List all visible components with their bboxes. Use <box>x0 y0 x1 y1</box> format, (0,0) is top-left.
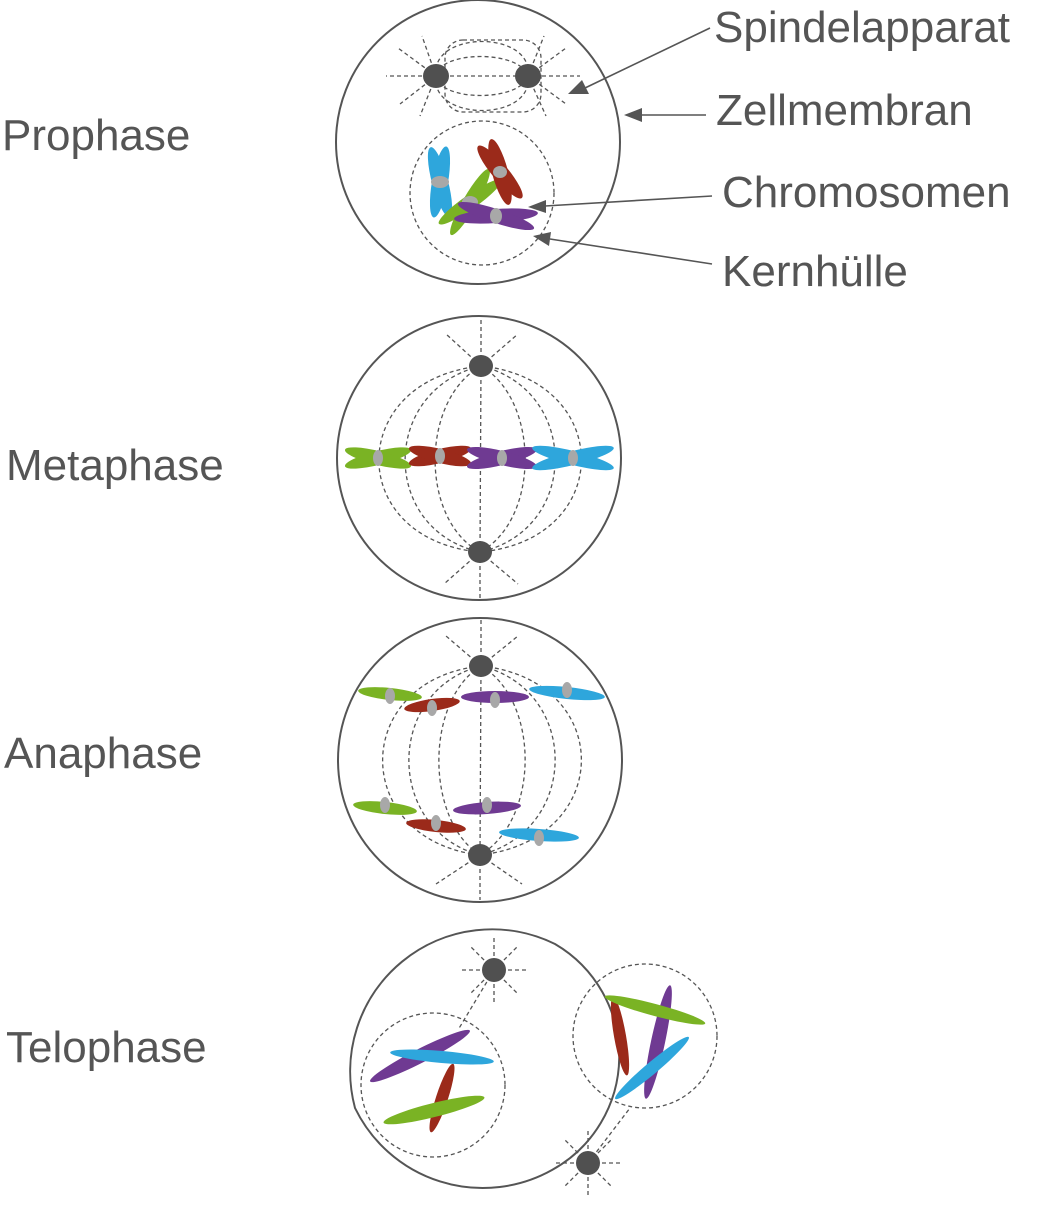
label-membrane: Zellmembran <box>716 86 973 135</box>
phase-label-telophase: Telophase <box>6 1023 207 1072</box>
phase-label-metaphase: Metaphase <box>6 441 224 490</box>
spindle-remnants <box>457 935 631 1198</box>
prophase-cell <box>335 0 621 285</box>
chromosomes <box>427 139 538 236</box>
chromosome-green <box>344 447 412 469</box>
chromosome-red <box>477 139 523 205</box>
chromatid-purple <box>453 797 521 815</box>
anaphase-cell <box>337 617 623 903</box>
phase-label-prophase: Prophase <box>2 111 190 160</box>
chromosomes-right <box>604 985 706 1100</box>
chromosome-blue <box>532 445 614 471</box>
chromatid-red <box>406 815 466 833</box>
chromatid-green <box>358 687 422 704</box>
label-chromosomes: Chromosomen <box>722 168 1011 217</box>
pointer-arrows <box>528 27 713 265</box>
centrosome <box>576 1151 600 1175</box>
chromatid-blue <box>499 828 579 846</box>
chromatids-lower <box>353 797 579 846</box>
centrosome <box>515 64 541 88</box>
chromatid-blue <box>529 682 605 701</box>
chromosomes-left <box>370 1029 494 1133</box>
label-envelope: Kernhülle <box>722 247 908 296</box>
chromatid-green <box>353 797 417 815</box>
centrosome <box>468 844 492 866</box>
centrosome <box>469 655 493 677</box>
centrosome <box>423 64 449 88</box>
metaphase-cell <box>336 315 622 601</box>
centrosome <box>482 958 506 982</box>
chromatids-upper <box>358 682 605 716</box>
chromosome-red <box>408 445 472 467</box>
chromatid-red <box>404 697 460 716</box>
label-spindle: Spindelapparat <box>714 3 1010 52</box>
cell-membrane <box>336 315 622 601</box>
nuclear-envelope <box>572 963 718 1109</box>
cell-membrane <box>337 617 623 903</box>
phase-label-anaphase: Anaphase <box>4 729 202 778</box>
centrosome <box>468 541 492 563</box>
spindle-apparatus <box>386 35 580 117</box>
cell-membrane <box>335 0 621 285</box>
chromosome-purple <box>467 446 537 470</box>
chromosome-blue <box>427 146 453 218</box>
chromatid-purple <box>461 691 529 708</box>
chromosomes-metaphase <box>344 445 614 471</box>
chromosome-purple <box>454 201 538 231</box>
nuclear-envelope <box>360 1012 506 1158</box>
telophase-cell <box>349 928 718 1198</box>
centrosome <box>469 355 493 377</box>
spindle-fibers <box>382 620 582 900</box>
nuclear-envelope <box>409 120 555 266</box>
